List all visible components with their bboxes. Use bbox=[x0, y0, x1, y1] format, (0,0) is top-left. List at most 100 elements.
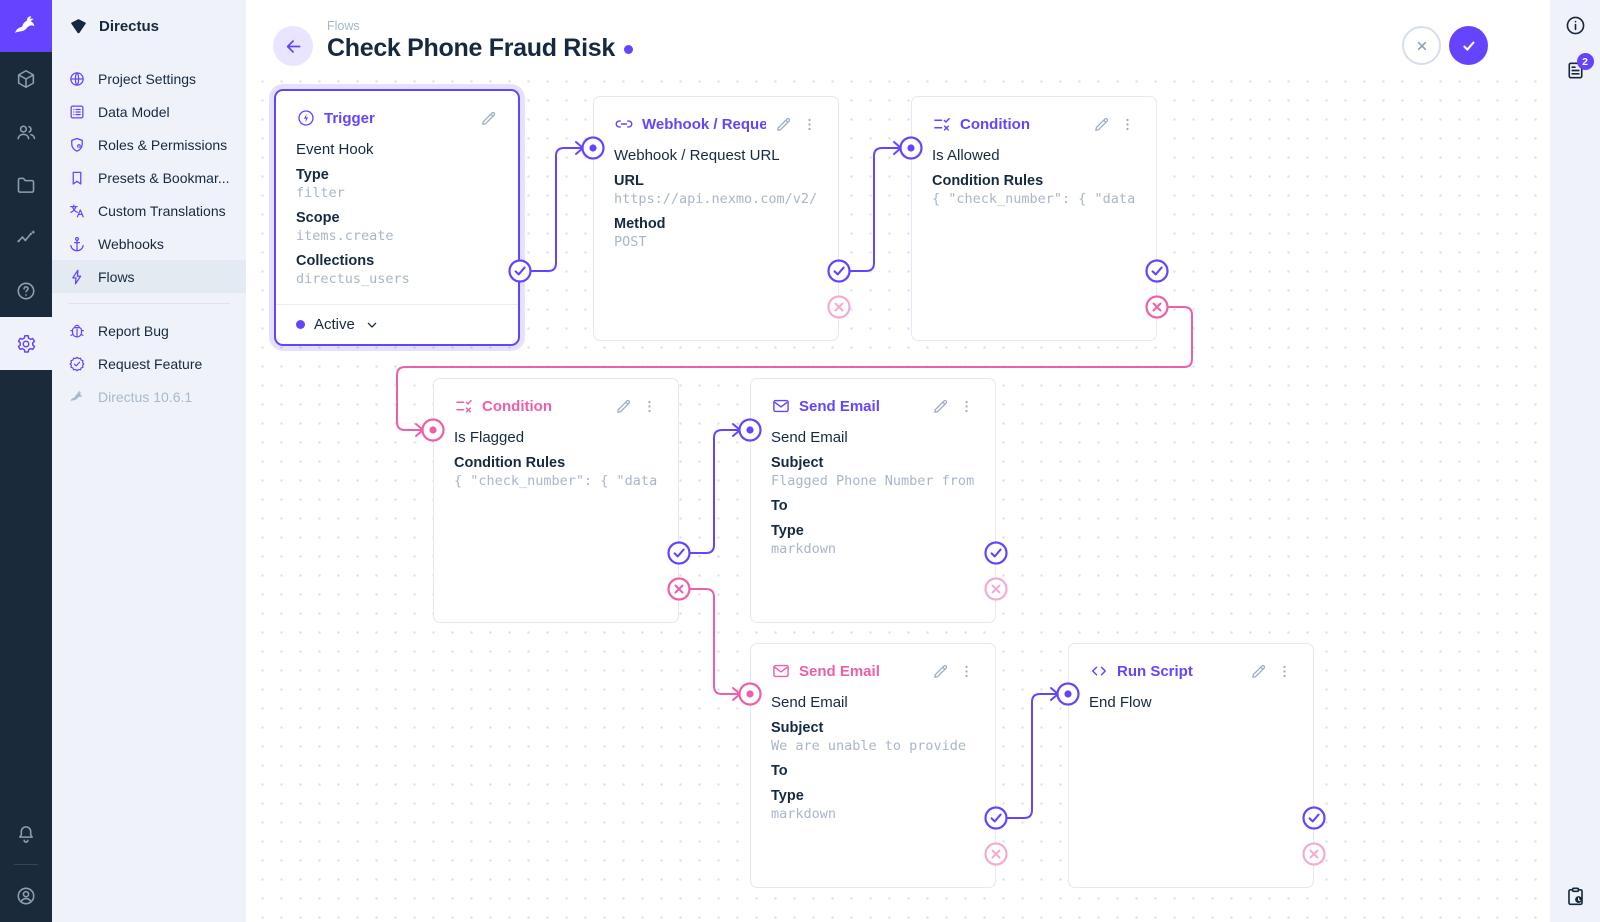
project-name: Directus bbox=[99, 17, 160, 35]
edit-icon[interactable] bbox=[1249, 662, 1268, 681]
bell-icon bbox=[15, 823, 37, 845]
module-settings[interactable] bbox=[0, 317, 52, 370]
panel-webhook[interactable]: Webhook / Request UWebhook / Request URL… bbox=[593, 96, 839, 341]
flow-wire-1 bbox=[850, 147, 900, 272]
resolve-connector-run-script-resolve[interactable] bbox=[1302, 806, 1326, 830]
info-icon bbox=[1566, 16, 1584, 35]
input-connector-condition-allowed-input[interactable] bbox=[899, 136, 923, 160]
sidebar-item-project-settings[interactable]: Project Settings bbox=[52, 62, 246, 95]
resolve-connector-webhook-resolve[interactable] bbox=[827, 259, 851, 283]
sidebar-item-label: Request Feature bbox=[98, 355, 203, 372]
resolve-connector-send-email-unable-resolve[interactable] bbox=[984, 806, 1008, 830]
sidebar-item-label: Report Bug bbox=[98, 322, 169, 339]
bolt-icon bbox=[68, 268, 86, 286]
reject-connector-send-email-flagged-reject[interactable] bbox=[984, 577, 1008, 601]
module-content[interactable] bbox=[0, 52, 52, 105]
panel-title: Send Email bbox=[799, 662, 880, 680]
panel-name: Event Hook bbox=[296, 141, 374, 158]
reject-connector-run-script-reject[interactable] bbox=[1302, 842, 1326, 866]
save-button[interactable] bbox=[1449, 26, 1488, 65]
bolt-circle-icon bbox=[296, 108, 316, 128]
revisions-button[interactable] bbox=[1564, 885, 1587, 908]
sidebar-item-request-feature[interactable]: Request Feature bbox=[52, 347, 246, 380]
field-label: To bbox=[771, 763, 788, 779]
edit-icon[interactable] bbox=[931, 397, 950, 416]
module-users[interactable] bbox=[0, 105, 52, 158]
resolve-connector-condition-allowed-resolve[interactable] bbox=[1145, 259, 1169, 283]
module-docs[interactable] bbox=[0, 264, 52, 317]
sidebar-item-roles-permissions[interactable]: Roles & Permissions bbox=[52, 128, 246, 161]
input-connector-condition-flagged-input[interactable] bbox=[421, 418, 445, 442]
sidebar-item-data-model[interactable]: Data Model bbox=[52, 95, 246, 128]
info-sidebar-button[interactable] bbox=[1564, 14, 1587, 37]
panel-title: Condition bbox=[960, 115, 1030, 133]
module-insights[interactable] bbox=[0, 211, 52, 264]
panel-name: Send Email bbox=[771, 694, 848, 711]
more-options-icon[interactable] bbox=[958, 663, 975, 680]
module-account[interactable] bbox=[0, 869, 52, 922]
breadcrumb[interactable]: Flows bbox=[327, 19, 360, 33]
sidebar-item-flows[interactable]: Flows bbox=[52, 260, 246, 293]
back-button[interactable] bbox=[273, 26, 313, 66]
field-value: https://api.nexmo.com/v2/ni bbox=[614, 191, 818, 207]
edit-icon[interactable] bbox=[479, 109, 498, 128]
more-options-icon[interactable] bbox=[641, 398, 658, 415]
sidebar-item-webhooks[interactable]: Webhooks bbox=[52, 227, 246, 260]
field-value: We are unable to provide a… bbox=[771, 738, 975, 754]
status-label: Active bbox=[314, 316, 355, 333]
link-icon bbox=[614, 114, 634, 134]
more-options-icon[interactable] bbox=[801, 116, 818, 133]
reject-connector-send-email-unable-reject[interactable] bbox=[984, 842, 1008, 866]
discard-button[interactable] bbox=[1402, 26, 1441, 65]
edit-icon[interactable] bbox=[774, 115, 793, 134]
resolve-connector-condition-flagged-resolve[interactable] bbox=[667, 541, 691, 565]
flow-status-toggle[interactable]: Active bbox=[276, 304, 518, 344]
data-model-icon bbox=[68, 103, 86, 121]
sidebar-item-label: Presets & Bookmar... bbox=[98, 169, 230, 186]
edit-icon[interactable] bbox=[614, 397, 633, 416]
version-label: Directus 10.6.1 bbox=[98, 388, 193, 405]
input-connector-send-email-unable-input[interactable] bbox=[738, 682, 762, 706]
module-notifications[interactable] bbox=[0, 807, 52, 860]
reject-connector-webhook-reject[interactable] bbox=[827, 295, 851, 319]
more-options-icon[interactable] bbox=[958, 398, 975, 415]
bookmark-icon bbox=[68, 169, 86, 187]
reject-connector-condition-flagged-reject[interactable] bbox=[667, 577, 691, 601]
more-options-icon[interactable] bbox=[1119, 116, 1136, 133]
resolve-connector-trigger-resolve[interactable] bbox=[508, 259, 532, 283]
input-connector-send-email-flagged-input[interactable] bbox=[738, 418, 762, 442]
input-connector-webhook-input[interactable] bbox=[581, 136, 605, 160]
flow-wire-3 bbox=[690, 429, 739, 554]
panel-title: Trigger bbox=[324, 109, 375, 127]
reject-connector-condition-allowed-reject[interactable] bbox=[1145, 295, 1169, 319]
field-label: Type bbox=[296, 167, 329, 183]
help-icon bbox=[15, 280, 37, 302]
sidebar-item-label: Data Model bbox=[98, 103, 170, 120]
directus-rabbit-logo[interactable] bbox=[0, 0, 52, 52]
right-rail: 2 bbox=[1550, 0, 1600, 922]
input-connector-run-script-input[interactable] bbox=[1056, 682, 1080, 706]
sidebar-item-report-bug[interactable]: Report Bug bbox=[52, 314, 246, 347]
badge-check-icon bbox=[68, 355, 86, 373]
edit-icon[interactable] bbox=[931, 662, 950, 681]
resolve-connector-send-email-flagged-resolve[interactable] bbox=[984, 541, 1008, 565]
module-bar bbox=[0, 0, 52, 922]
field-label: Type bbox=[771, 523, 804, 539]
more-options-icon[interactable] bbox=[1276, 663, 1293, 680]
project-chooser[interactable]: Directus bbox=[52, 0, 246, 52]
logs-sidebar-button[interactable]: 2 bbox=[1564, 53, 1594, 82]
field-label: Subject bbox=[771, 455, 824, 471]
sidebar-item-custom-translations[interactable]: Custom Translations bbox=[52, 194, 246, 227]
sidebar-item-presets-bookmar[interactable]: Presets & Bookmar... bbox=[52, 161, 246, 194]
module-files[interactable] bbox=[0, 158, 52, 211]
sidebar-item-label: Custom Translations bbox=[98, 202, 226, 219]
edit-icon[interactable] bbox=[1092, 115, 1111, 134]
field-value: items.create bbox=[296, 228, 394, 244]
